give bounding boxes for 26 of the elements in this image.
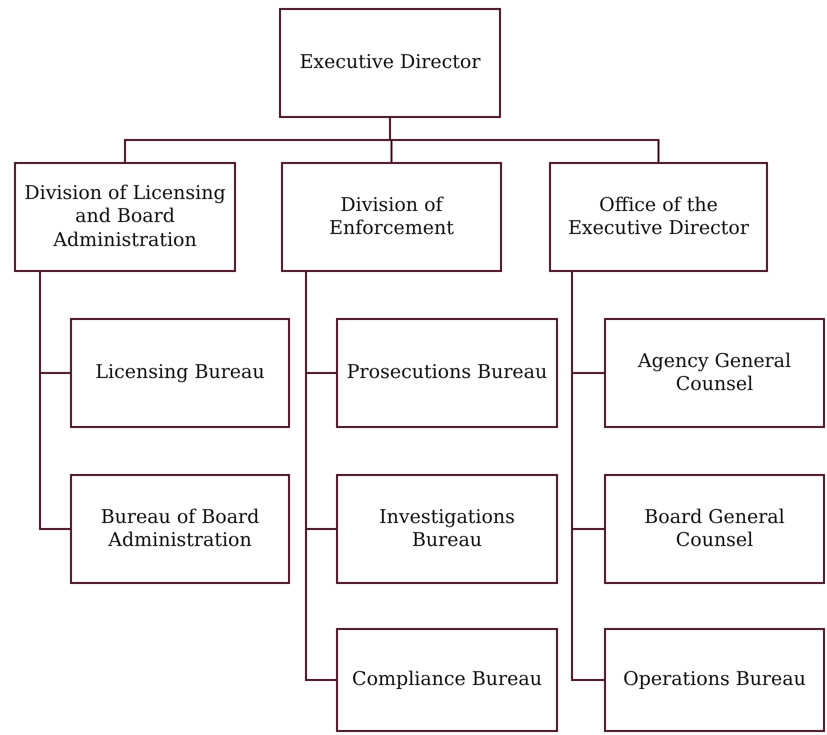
- org-box: [604, 318, 825, 428]
- unit-name: Prosecutions Bureau: [346, 361, 548, 385]
- org-box: [336, 628, 558, 732]
- org-box: [279, 8, 501, 118]
- unit-name: Compliance Bureau: [352, 668, 542, 692]
- unit-name: Investigations Bureau: [378, 506, 516, 552]
- org-box: [70, 318, 290, 428]
- org-box: [549, 162, 768, 272]
- unit-name: Executive Director: [300, 51, 480, 75]
- org-box: [336, 318, 558, 428]
- unit-name: Division of Licensing and Board Administration: [23, 182, 227, 252]
- org-box: [70, 474, 290, 584]
- connector-line: [39, 272, 70, 530]
- unit-name: Division of Enforcement: [328, 194, 455, 240]
- connector-line: [389, 118, 660, 162]
- unit-name: Operations Bureau: [623, 668, 806, 692]
- org-box: [281, 162, 502, 272]
- unit-name: Licensing Bureau: [95, 361, 265, 385]
- org-box: [14, 162, 236, 272]
- unit-name: Board General Counsel: [643, 506, 786, 552]
- unit-name: Office of the Executive Director: [567, 194, 750, 240]
- org-box: [336, 474, 558, 584]
- unit-name: Agency General Counsel: [636, 350, 792, 396]
- unit-name: Bureau of Board Administration: [100, 506, 260, 552]
- org-box: [604, 628, 825, 732]
- org-box: [604, 474, 825, 584]
